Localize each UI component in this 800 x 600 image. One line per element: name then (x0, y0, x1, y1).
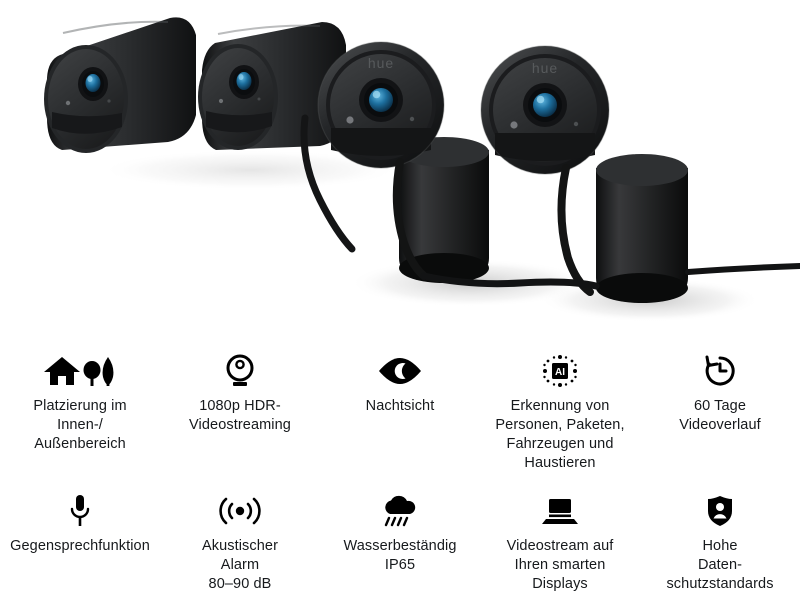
feature-video-history: 60 Tage Videoverlauf (640, 340, 800, 480)
feature-label: 1080p HDR- Videostreaming (189, 398, 291, 433)
product-photo-illustration: hue hue (44, 17, 800, 322)
camera-1 (44, 17, 196, 153)
feature-placement: Platzierung im Innen-/ Außenbereich (0, 340, 160, 480)
laptop-icon (540, 494, 580, 528)
feature-label: Videostream auf Ihren smarten Displays (506, 538, 614, 592)
feature-label: Akustischer Alarm 80–90 dB (201, 538, 279, 592)
microphone-icon (68, 494, 92, 528)
rain-cloud-icon (381, 494, 419, 528)
feature-water-resistant: Wasserbeständig IP65 (320, 480, 480, 600)
feature-label: Gegensprechfunktion (10, 538, 150, 554)
power-cable-2 (420, 272, 600, 290)
ai-icon-text: AI (555, 367, 565, 378)
feature-label: Platzierung im Innen-/ Außenbereich (33, 398, 127, 452)
feature-label: Erkennung von Personen, Paketen, Fahrzeu… (495, 398, 625, 471)
feature-row-2: Gegensprechfunktion Akustischer Alarm 80… (0, 480, 800, 600)
feature-label: 60 Tage Videoverlauf (679, 398, 761, 433)
feature-two-way-talk: Gegensprechfunktion (0, 480, 160, 600)
eye-moon-icon (377, 354, 423, 388)
feature-video-streaming: 1080p HDR- Videostreaming (160, 340, 320, 480)
camera-4: hue (480, 45, 688, 303)
feature-label: Wasserbeständig IP65 (343, 538, 457, 573)
webcam-icon (222, 354, 258, 388)
feature-night-vision: Nachtsicht (320, 340, 480, 480)
camera-3: hue (317, 41, 489, 283)
sound-alarm-icon (216, 494, 264, 528)
feature-ai-detection: AI (480, 340, 640, 480)
feature-privacy-standards: Hohe Daten- schutzstandards (640, 480, 800, 600)
feature-row-1: Platzierung im Innen-/ Außenbereich 1080… (0, 340, 800, 480)
feature-smart-display: Videostream auf Ihren smarten Displays (480, 480, 640, 600)
power-cable (685, 263, 800, 275)
product-photo: hue hue (44, 17, 800, 322)
shield-person-icon (706, 494, 734, 528)
hue-brand-mark-2: hue (532, 60, 558, 76)
ai-detection-icon: AI (541, 354, 579, 388)
feature-siren-alarm: Akustischer Alarm 80–90 dB (160, 480, 320, 600)
hue-brand-mark: hue (368, 55, 394, 71)
feature-grid: Platzierung im Innen-/ Außenbereich 1080… (0, 340, 800, 600)
house-trees-icon (42, 354, 118, 388)
clock-rewind-icon (703, 354, 737, 388)
feature-label: Nachtsicht (365, 398, 435, 414)
camera-2 (198, 22, 346, 150)
feature-label: Hohe Daten- schutzstandards (666, 538, 774, 592)
